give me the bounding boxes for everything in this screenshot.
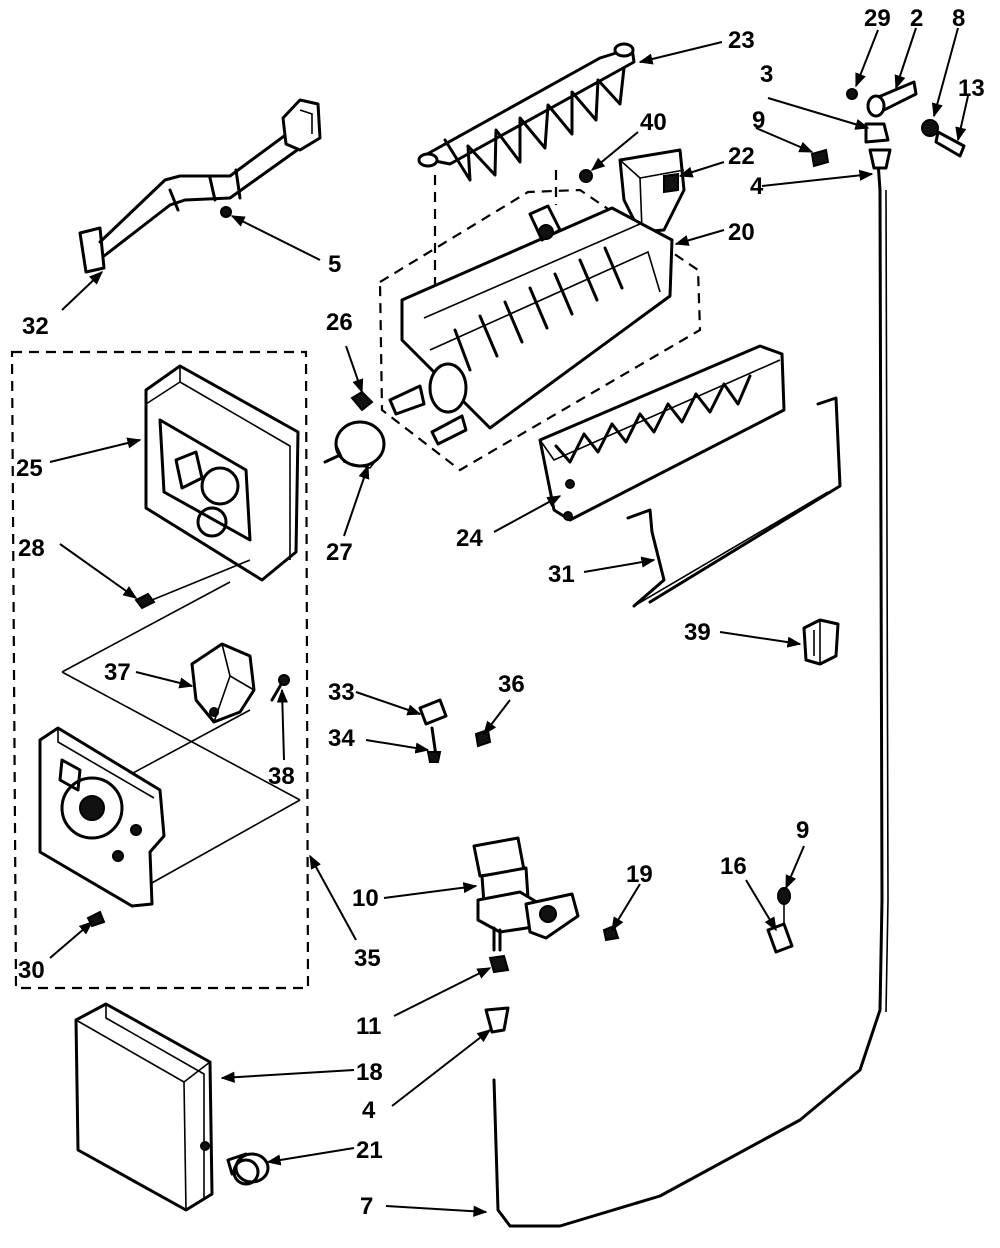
screw-part-19 [602,924,620,942]
knob-part [226,1152,270,1186]
callout-2: 2 [910,5,923,32]
callout-18: 18 [356,1059,383,1086]
module-base-part [38,726,166,908]
switch-part [190,642,256,724]
wire-harness-part [78,98,322,274]
assembly-line [61,581,301,885]
callout-31: 31 [548,561,575,588]
shut-off-arm-part [626,396,842,608]
assembly-line [151,559,251,601]
callout-23: 23 [728,27,755,54]
ejector-blade-part [417,42,636,182]
callout-10: 10 [352,885,379,912]
screw-head-34 [426,751,442,763]
water-tube-edge [885,189,889,1013]
callout-13: 13 [958,75,985,102]
callout-3: 3 [760,61,773,88]
water-valve-part [472,836,580,952]
leader-lines [49,27,969,1217]
callout-11: 11 [356,1013,381,1040]
callout-32: 32 [22,313,49,340]
callout-4-lower: 4 [362,1097,376,1124]
stripper-part [538,344,786,522]
screw-part-36 [474,728,492,748]
callout-38: 38 [268,763,295,790]
callout-5: 5 [328,251,341,278]
callout-20: 20 [728,219,755,246]
insert-part-4-lower [484,1006,510,1034]
ice-mold-outline [378,188,702,472]
callout-8: 8 [952,5,965,32]
bracket-part-33 [418,698,448,726]
callout-9-lower: 9 [796,817,809,844]
clamp-part-16 [766,922,794,954]
callout-4-upper: 4 [750,173,764,200]
callout-34: 34 [328,725,355,752]
housing-part [144,364,300,582]
callout-9-upper: 9 [752,107,765,134]
callout-21: 21 [356,1137,383,1164]
fill-cup-part [618,148,686,234]
callout-labels: 29 2 8 13 23 3 40 9 22 4 20 5 32 26 25 2… [16,5,985,1220]
callout-22: 22 [728,143,755,170]
callout-37: 37 [104,659,131,686]
screw-part-5 [220,206,232,218]
callout-36: 36 [498,671,525,698]
screw-part-26 [350,390,374,412]
callout-40: 40 [640,109,667,136]
callout-7: 7 [360,1193,373,1220]
ice-mold-part [388,204,674,446]
water-tube-part [492,160,884,1228]
callout-16: 16 [720,853,747,880]
cover-box-part [74,1002,214,1212]
clip-part [802,618,840,666]
nut-part-9-lower [777,887,791,905]
fitting-assembly-part [810,80,966,170]
callout-24: 24 [456,525,483,552]
callout-33: 33 [328,679,355,706]
screw-part-40 [579,169,593,183]
callout-35: 35 [354,945,381,972]
nut-part-11 [488,954,510,974]
callout-28: 28 [18,535,45,562]
callout-30: 30 [18,957,45,984]
screw-part-28 [134,592,156,610]
callout-26: 26 [326,309,353,336]
module-box-outline [10,350,310,990]
motor-part [323,420,386,469]
callout-29: 29 [864,5,891,32]
callout-19: 19 [626,861,653,888]
screw-head-38 [278,674,290,686]
callout-27: 27 [326,539,353,566]
callout-25: 25 [16,455,43,482]
callout-39: 39 [684,619,711,646]
